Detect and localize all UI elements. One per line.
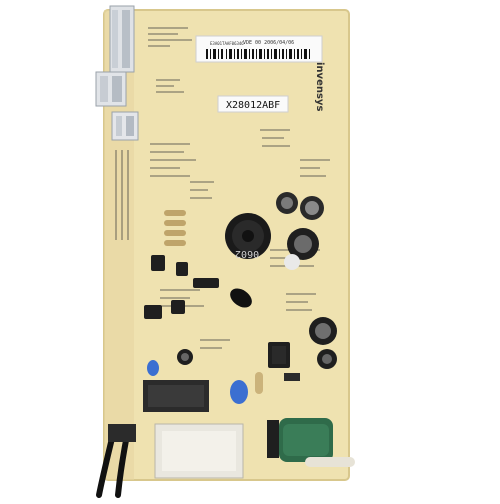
date-marking: VDE 00 2006/04/06 bbox=[243, 40, 295, 46]
large-relay bbox=[154, 423, 244, 479]
brand-label: invensys bbox=[314, 62, 325, 112]
capacitor-cluster-right bbox=[309, 317, 337, 369]
resistor-group bbox=[164, 210, 186, 246]
ic-chip bbox=[268, 342, 290, 368]
small-components bbox=[177, 349, 300, 394]
coil-marking: 0602 bbox=[235, 248, 260, 259]
large-capacitor bbox=[267, 418, 333, 462]
barcode-code: E3A01TAAF06346 bbox=[210, 41, 244, 46]
power-coil bbox=[225, 213, 271, 259]
part-sticker bbox=[217, 95, 289, 113]
relay-box bbox=[143, 380, 209, 412]
black-bead bbox=[230, 288, 252, 308]
transistors bbox=[144, 255, 219, 319]
ceramic-capacitors bbox=[147, 360, 248, 404]
sticker-text: X28012ABF bbox=[226, 100, 281, 111]
barcode bbox=[206, 49, 310, 59]
connector-top-left bbox=[109, 5, 135, 73]
connector-mid-left bbox=[95, 71, 127, 107]
capacitor-cluster-top bbox=[276, 192, 324, 270]
barcode-sticker bbox=[195, 35, 323, 63]
connector-small bbox=[111, 111, 139, 141]
wire-connector bbox=[108, 424, 136, 442]
